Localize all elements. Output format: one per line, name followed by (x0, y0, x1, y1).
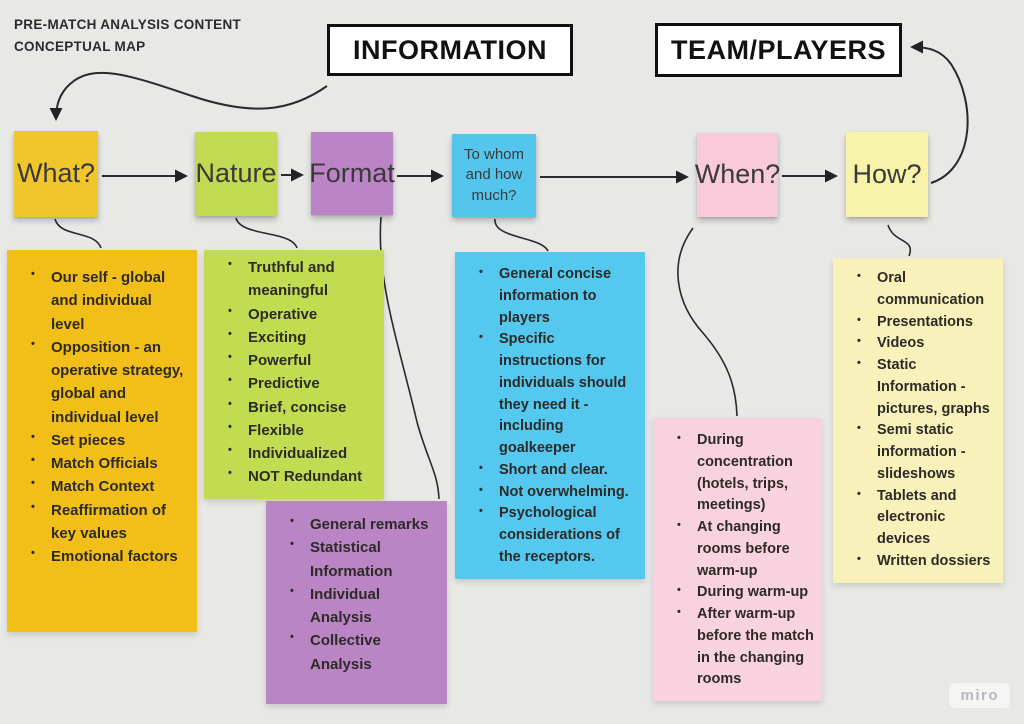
how-items-list: Oral communicationPresentationsVideosSta… (833, 258, 1003, 583)
information-box[interactable]: INFORMATION (327, 24, 573, 76)
sticky-to-whom[interactable]: To whom and how much? (452, 134, 536, 217)
list-item: During concentration (hotels, trips, mee… (667, 430, 814, 517)
list-item: Not overwhelming. (469, 482, 637, 504)
sticky-when-label: When? (694, 159, 781, 190)
link-how-to-detail (887, 224, 912, 257)
list-item: Semi static information - slideshows (847, 420, 995, 485)
list-item: Opposition - an operative strategy, glob… (21, 336, 189, 429)
list-item: Individualized (218, 442, 376, 465)
list-item: General remarks (280, 513, 439, 536)
detail-box-what[interactable]: Our self - global and individual levelOp… (7, 250, 197, 632)
sticky-when[interactable]: When? (694, 133, 781, 217)
list-item: At changing rooms before warm-up (667, 517, 814, 582)
list-item: Our self - global and individual level (21, 266, 189, 336)
list-item: Set pieces (21, 429, 189, 452)
link-nature-to-detail (235, 217, 298, 249)
link-format-to-detail (379, 216, 440, 500)
list-item: Presentations (847, 312, 995, 334)
detail-box-to-whom[interactable]: General concise information to playersSp… (455, 252, 645, 579)
list-item: Collective Analysis (280, 629, 439, 676)
team-players-box-label: TEAM/PLAYERS (670, 34, 887, 65)
list-item: Brief, concise (218, 396, 376, 419)
map-title-line2: CONCEPTUAL MAP (14, 38, 146, 54)
format-items-list: General remarksStatistical InformationIn… (266, 501, 447, 686)
list-item: Match Context (21, 475, 189, 498)
to-whom-items-list: General concise information to playersSp… (455, 252, 645, 579)
list-item: Predictive (218, 372, 376, 395)
list-item: NOT Redundant (218, 465, 376, 488)
list-item: Powerful (218, 349, 376, 372)
nature-items-list: Truthful and meaningfulOperativeExciting… (204, 250, 384, 499)
list-item: Videos (847, 333, 995, 355)
list-item: Truthful and meaningful (218, 256, 376, 303)
list-item: Static Information - pictures, graphs (847, 355, 995, 420)
sticky-format[interactable]: Format (309, 132, 395, 215)
list-item: Psychological considerations of the rece… (469, 503, 637, 568)
list-item: Specific instructions for individuals sh… (469, 329, 637, 460)
miro-watermark: miro (949, 683, 1010, 708)
map-title: PRE-MATCH ANALYSIS CONTENT CONCEPTUAL MA… (14, 14, 241, 57)
list-item: Short and clear. (469, 460, 637, 482)
sticky-nature-label: Nature (195, 158, 277, 189)
team-players-box[interactable]: TEAM/PLAYERS (655, 23, 902, 77)
list-item: Emotional factors (21, 545, 189, 568)
detail-box-format[interactable]: General remarksStatistical InformationIn… (266, 501, 447, 704)
list-item: Written dossiers (847, 551, 995, 573)
detail-box-nature[interactable]: Truthful and meaningfulOperativeExciting… (204, 250, 384, 499)
map-title-line1: PRE-MATCH ANALYSIS CONTENT (14, 17, 242, 32)
sticky-to-whom-label: To whom and how much? (463, 146, 525, 204)
list-item: Match Officials (21, 452, 189, 475)
when-items-list: During concentration (hotels, trips, mee… (653, 418, 822, 701)
list-item: Operative (218, 303, 376, 326)
information-box-label: INFORMATION (353, 34, 547, 65)
sticky-how[interactable]: How? (846, 132, 928, 217)
list-item: Oral communication (847, 268, 995, 312)
link-when-to-detail (677, 227, 738, 417)
list-item: During warm-up (667, 582, 814, 604)
sticky-what[interactable]: What? (14, 131, 98, 217)
list-item: Reaffirmation of key values (21, 499, 189, 546)
list-item: General concise information to players (469, 264, 637, 329)
list-item: After warm-up before the match in the ch… (667, 604, 814, 691)
link-what-to-detail (54, 218, 102, 249)
list-item: Statistical Information (280, 536, 439, 583)
what-items-list: Our self - global and individual levelOp… (7, 250, 197, 578)
arrow-information-to-what (49, 71, 328, 121)
sticky-what-label: What? (16, 158, 96, 189)
detail-box-how[interactable]: Oral communicationPresentationsVideosSta… (833, 258, 1003, 583)
sticky-nature[interactable]: Nature (195, 132, 277, 216)
list-item: Individual Analysis (280, 583, 439, 630)
list-item: Exciting (218, 326, 376, 349)
detail-box-when[interactable]: During concentration (hotels, trips, mee… (653, 418, 822, 701)
sticky-format-label: Format (309, 157, 395, 188)
list-item: Tablets and electronic devices (847, 486, 995, 551)
list-item: Flexible (218, 419, 376, 442)
link-towhom-to-detail (494, 218, 549, 252)
sticky-how-label: How? (852, 158, 922, 189)
